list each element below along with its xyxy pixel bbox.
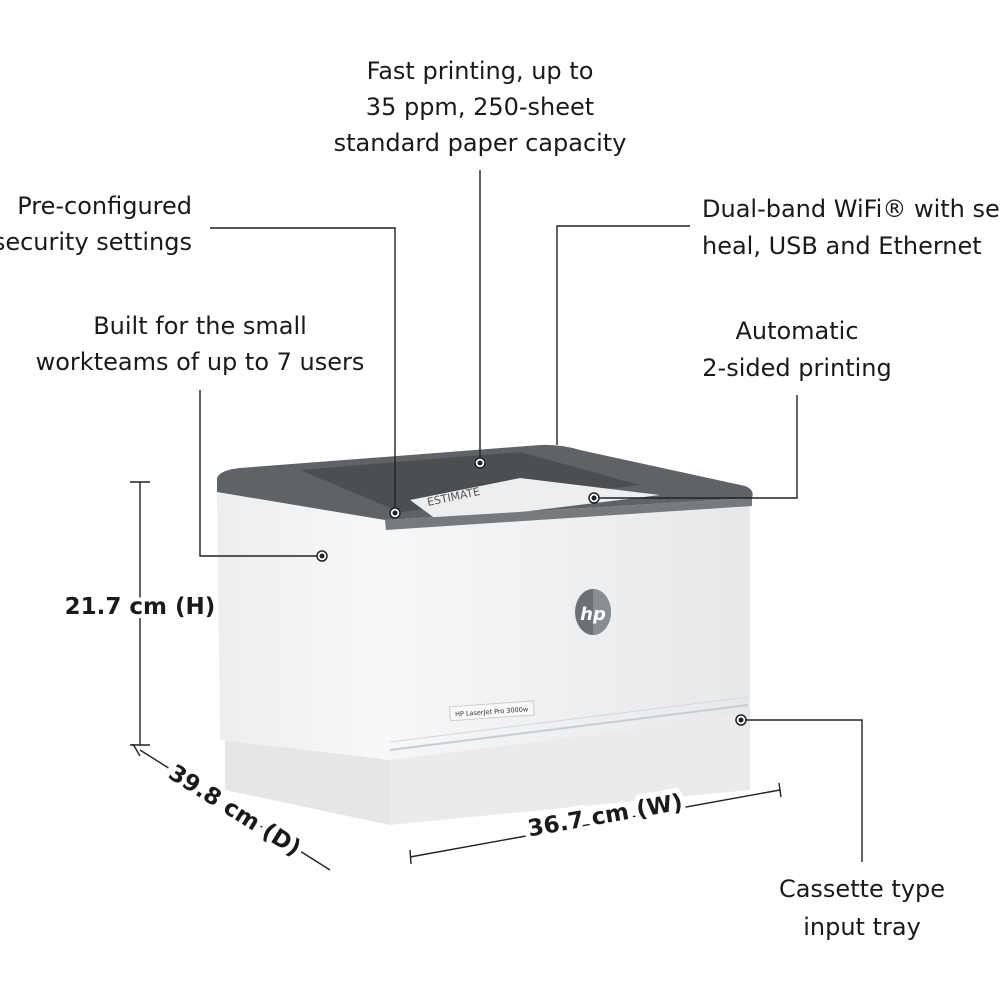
line-workteams [199,390,322,557]
svg-text:heal, USB and Ethernet: heal, USB and Ethernet [702,232,982,260]
svg-text:Cassette type: Cassette type [779,875,945,903]
svg-text:35 ppm, 250-sheet: 35 ppm, 250-sheet [366,93,594,121]
callout-dots [316,457,747,726]
svg-text:standard paper capacity: standard paper capacity [334,129,627,157]
svg-text:Pre-configured: Pre-configured [17,192,192,220]
callout-tray: Cassette type input tray [779,875,945,941]
svg-text:Dual-band WiFi® with self: Dual-band WiFi® with self [702,195,1000,223]
line-duplex [594,395,798,499]
line-connectivity [556,225,690,445]
dot-fast-printing [474,457,486,469]
dot-duplex [588,492,600,504]
tray-seam-2 [389,696,749,743]
callout-lines [199,170,863,862]
svg-text:Fast printing, up to: Fast printing, up to [367,57,594,85]
svg-text:input tray: input tray [803,913,921,941]
model-label: HP LaserJet Pro 3000w [449,700,535,722]
svg-text:Built for the small: Built for the small [93,312,307,340]
tray-seam [389,704,749,751]
callout-connectivity: Dual-band WiFi® with self heal, USB and … [702,195,1000,260]
hp-logo: hp [575,589,611,635]
output-bay [300,452,640,512]
callout-fast-printing: Fast printing, up to 35 ppm, 250-sheet s… [334,57,627,157]
svg-text:21.7 cm (H): 21.7 cm (H) [65,594,216,620]
svg-text:Automatic: Automatic [735,317,858,345]
svg-text:security settings: security settings [0,228,192,256]
top-edge [385,498,752,530]
svg-text:2-sided printing: 2-sided printing [702,354,891,382]
output-paper [410,478,660,522]
callout-workteams: Built for the small workteams of up to 7… [36,312,365,376]
svg-text:workteams of up to 7 users: workteams of up to 7 users [36,348,365,376]
printer-base-left [225,735,390,825]
dimension-height: 21.7 cm (H) [61,481,219,746]
line-security [210,227,396,513]
printer-image: ESTIMATE hp HP LaserJet Pro 3000w [217,444,753,825]
printer-base-front [390,715,750,825]
callout-duplex: Automatic 2-sided printing [702,317,891,382]
printer-side [217,490,390,760]
line-tray [741,719,863,862]
callout-security: Pre-configured security settings [0,192,192,256]
dot-security [389,507,401,519]
printer-front [385,500,750,760]
dot-workteams [316,550,328,562]
dot-tray [735,714,747,726]
hp-logo-text: hp [580,604,606,625]
